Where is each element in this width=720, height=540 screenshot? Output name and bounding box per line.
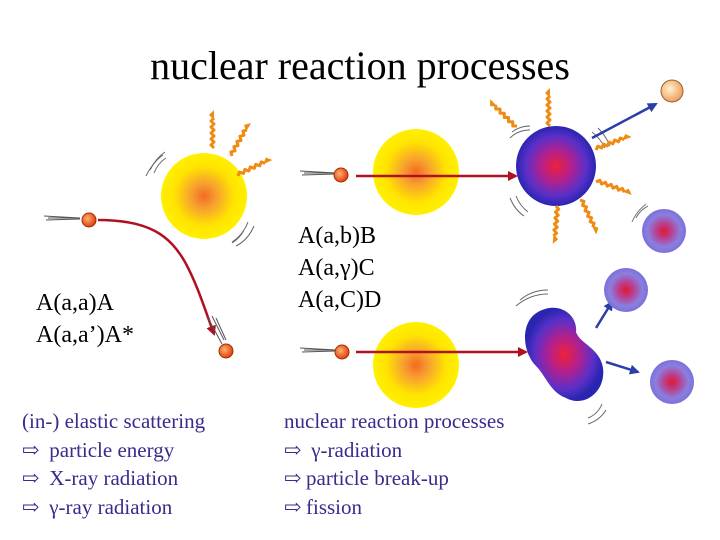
- reaction-label: A(a,b)B: [298, 223, 376, 249]
- reaction-label: A(a,a’)A*: [36, 322, 134, 348]
- deformation-lines-icon: [515, 289, 607, 425]
- gamma-wave-icon: [551, 204, 563, 246]
- emission-arrow: [591, 102, 658, 140]
- fission-scene: [299, 268, 694, 425]
- target-nucleus: [161, 153, 247, 239]
- list-item: ⇨ X-ray radiation: [22, 466, 179, 490]
- gamma-wave-icon: [543, 86, 552, 128]
- emitted-particle: [660, 79, 684, 103]
- gamma-wave-icon: [578, 196, 603, 236]
- outline-arrow-icon: ⇨: [284, 466, 302, 490]
- recoil-lines-icon: [631, 203, 649, 223]
- list-item: ⇨ γ-ray radiation: [22, 495, 173, 519]
- outline-arrow-icon: ⇨: [22, 466, 40, 490]
- projectile-particle: [81, 212, 97, 228]
- elastic-scattering-scene: [43, 108, 274, 359]
- reaction-label: A(a,C)D: [298, 287, 382, 313]
- scattering-path-arrow: [97, 218, 216, 336]
- fragment-arrow-2: [605, 360, 640, 375]
- gamma-wave-icon: [207, 108, 216, 150]
- gamma-wave-icon: [594, 175, 635, 197]
- list-item: ⇨particle break-up: [284, 466, 449, 490]
- nuclear-reaction-scene: [299, 79, 686, 253]
- list-header: nuclear reaction processes: [284, 409, 505, 433]
- fission-fragment-1: [604, 268, 648, 312]
- list-header: (in-) elastic scattering: [22, 409, 206, 433]
- projectile-particle: [334, 344, 350, 360]
- list-item: ⇨fission: [284, 495, 363, 519]
- target-nucleus: [373, 129, 459, 215]
- scattered-particle: [218, 343, 234, 359]
- outline-arrow-icon: ⇨: [284, 438, 302, 462]
- gamma-wave-icon: [234, 153, 274, 178]
- gamma-wave-icon: [485, 97, 519, 132]
- reaction-label: A(a,γ)C: [298, 255, 375, 281]
- outline-arrow-icon: ⇨: [22, 438, 40, 462]
- reaction-label: A(a,a)A: [36, 290, 114, 316]
- product-nucleus: [642, 209, 686, 253]
- projectile-particle: [333, 167, 349, 183]
- projectile-trail: [43, 215, 81, 221]
- recoil-lines-icon: [145, 151, 255, 247]
- compound-nucleus: [516, 126, 596, 206]
- target-nucleus: [373, 322, 459, 408]
- scattered-trail: [207, 315, 227, 345]
- page-title: nuclear reaction processes: [150, 43, 570, 88]
- projectile-trail: [299, 347, 337, 353]
- projectile-trail: [299, 170, 337, 176]
- list-item: ⇨ particle energy: [22, 438, 175, 462]
- gamma-wave-icon: [226, 119, 253, 158]
- outline-arrow-icon: ⇨: [22, 495, 40, 519]
- list-item: ⇨ γ-radiation: [284, 438, 403, 462]
- outline-arrow-icon: ⇨: [284, 495, 302, 519]
- fission-fragment-2: [650, 360, 694, 404]
- deformed-nucleus: [525, 307, 604, 402]
- fragment-arrow-1: [594, 300, 614, 329]
